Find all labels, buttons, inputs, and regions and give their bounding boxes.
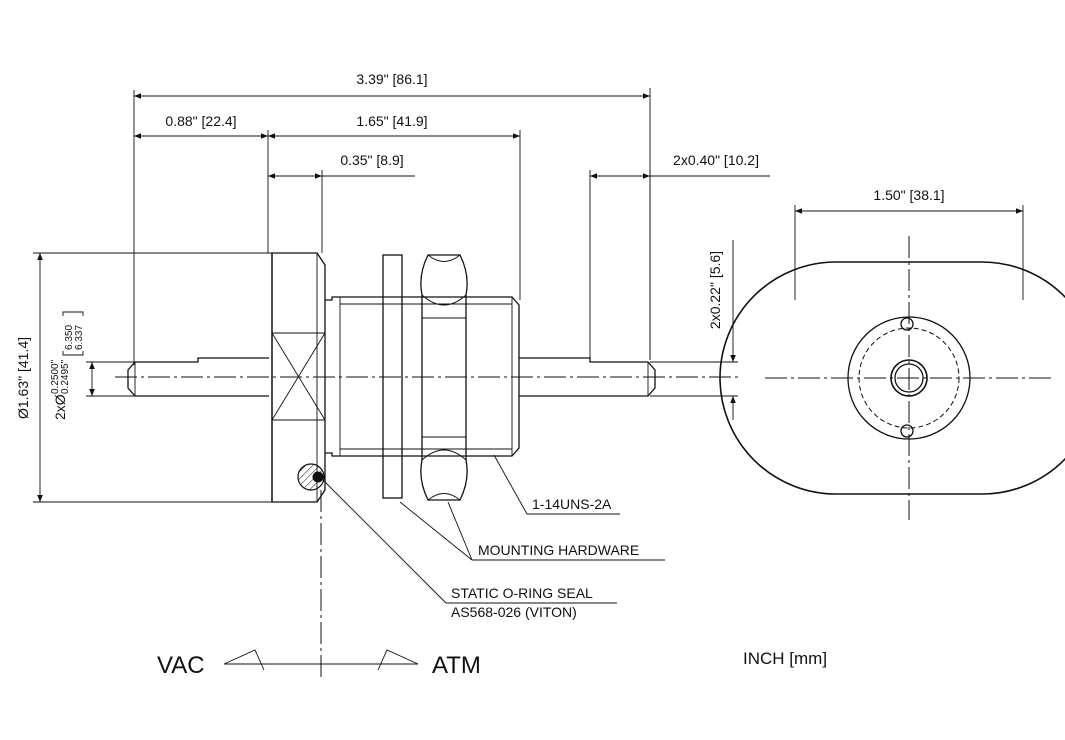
mounting-hardware-callout: MOUNTING HARDWARE xyxy=(478,542,639,558)
pin-diameter-upper-in: 0.2500" xyxy=(50,359,61,394)
dim-flange-diameter: Ø1.63" [41.4] xyxy=(15,337,31,419)
thread-callout: 1-14UNS-2A xyxy=(532,496,612,512)
pin-diameter-upper-mm: 6.350 xyxy=(64,325,75,350)
threaded-body xyxy=(325,296,520,457)
dim-end-diameter: 1.50" [38.1] xyxy=(873,187,944,203)
right-pin xyxy=(519,357,656,397)
vac-atm-indicator xyxy=(223,649,419,671)
end-view xyxy=(719,236,1065,520)
atm-label: ATM xyxy=(432,652,481,679)
hex-nut xyxy=(420,254,468,501)
dim-overall-length: 3.39" [86.1] xyxy=(356,71,427,87)
dim-pin-flat: 2x0.40" [10.2] xyxy=(673,152,759,168)
dim-pin-diameter: 2xØ 0.2500" 0.2495" 6.350 6.337 xyxy=(50,311,85,420)
left-pin xyxy=(127,357,269,397)
vac-label: VAC xyxy=(157,652,205,679)
dim-flange-length: 0.88" [22.4] xyxy=(165,113,236,129)
oring-callout-line2: AS568-026 (VITON) xyxy=(451,604,577,620)
pin-diameter-lower-mm: 6.337 xyxy=(74,325,85,350)
pin-diameter-lower-in: 0.2495" xyxy=(60,359,71,394)
dim-pin-spacing: 2x0.22" [5.6] xyxy=(707,251,723,329)
callout-leaders xyxy=(320,454,665,604)
oring-callout-line1: STATIC O-RING SEAL xyxy=(451,585,593,601)
side-view xyxy=(115,252,740,678)
pin-diameter-prefix: 2xØ xyxy=(52,394,68,420)
o-ring-seal xyxy=(297,463,325,491)
dim-body-length: 1.65" [41.9] xyxy=(356,113,427,129)
dim-flange-offset: 0.35" [8.9] xyxy=(340,152,403,168)
mounting-washer xyxy=(382,254,403,499)
dimension-lines xyxy=(33,88,1024,503)
units-label: INCH [mm] xyxy=(743,649,827,668)
